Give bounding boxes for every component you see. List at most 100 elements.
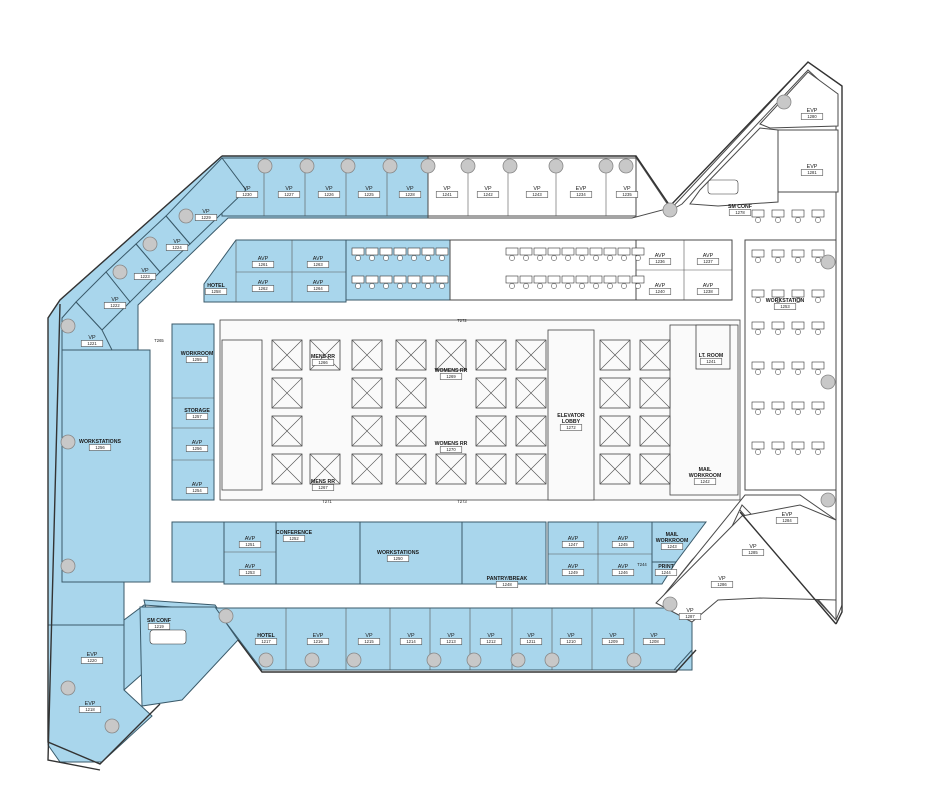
- room-number: 1218: [85, 707, 95, 712]
- core-cell: [271, 339, 303, 371]
- column: [112, 264, 128, 280]
- room-number-box: [648, 258, 672, 265]
- room-number: 1214: [406, 639, 416, 644]
- room-number: 1241: [442, 192, 452, 197]
- room-label: EVP: [807, 108, 818, 114]
- core-cell: [309, 453, 341, 485]
- room-number: 1264: [313, 286, 323, 291]
- core-cell: [351, 415, 383, 447]
- workstation-desk: [435, 247, 449, 261]
- workstation-desk: [811, 209, 825, 223]
- column: [662, 596, 678, 612]
- room-number-box: [103, 302, 127, 309]
- room-number-box: [399, 638, 423, 645]
- room-label: MAIL: [666, 532, 680, 538]
- room-number: 1212: [486, 639, 496, 644]
- workstation-desk: [519, 275, 533, 289]
- room-number-box: [741, 549, 765, 556]
- room-number: 1245: [618, 542, 628, 547]
- room-number-box: [525, 191, 549, 198]
- room-number-box: [611, 569, 635, 576]
- workstation-desk: [575, 275, 589, 289]
- workstation-desk: [561, 247, 575, 261]
- room-label: VP: [141, 268, 149, 274]
- room-number-box: [569, 191, 593, 198]
- room-label: VP: [533, 186, 541, 192]
- room-number: 1244: [661, 570, 671, 575]
- room-number: 1253: [245, 570, 255, 575]
- room-number: 1227: [284, 192, 294, 197]
- column: [340, 158, 356, 174]
- room-number: 1250: [393, 556, 403, 561]
